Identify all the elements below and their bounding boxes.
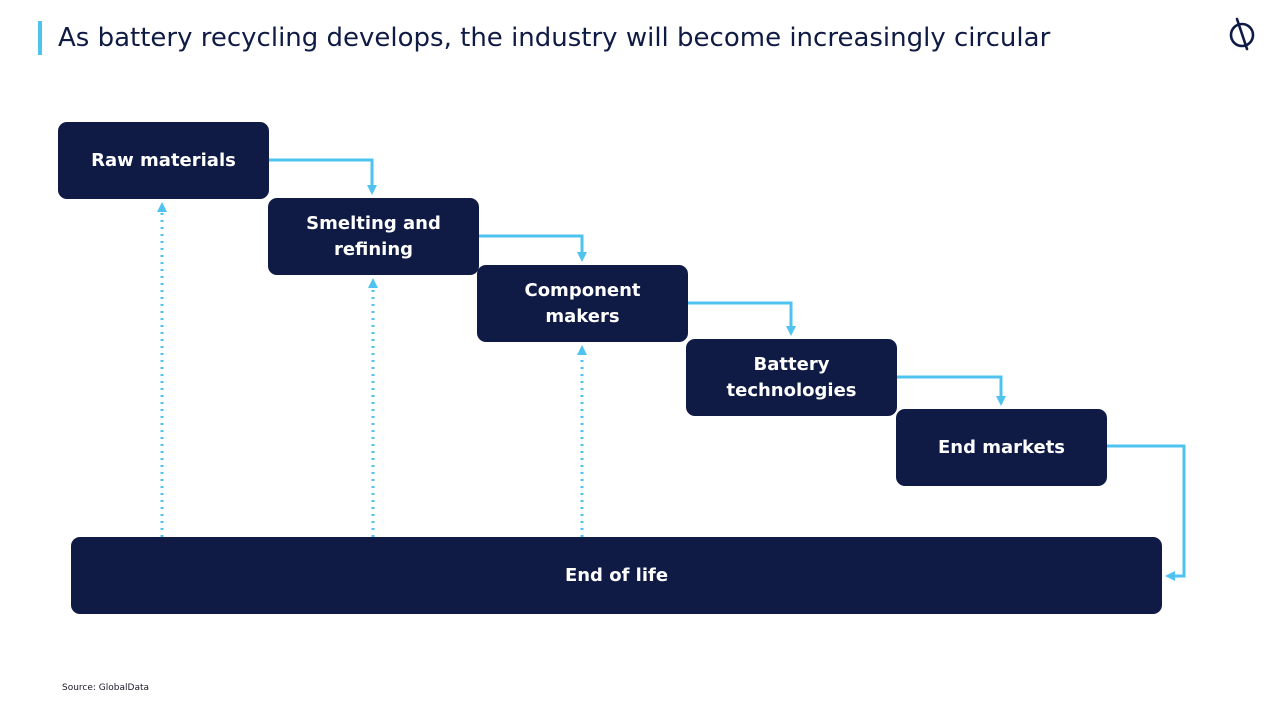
connector-smelt-to-comp	[479, 234, 587, 262]
title-accent-bar	[38, 21, 42, 55]
source-note: Source: GlobalData	[62, 683, 150, 693]
page-title: As battery recycling develops, the indus…	[58, 23, 1051, 53]
stage-raw-materials: Raw materials	[58, 122, 269, 199]
stage-end-markets: End markets	[896, 409, 1107, 486]
stage-battery-technologies: Battery technologies	[686, 339, 897, 416]
connector-raw-to-smelt	[269, 158, 377, 195]
connector-end-to-eol	[1107, 444, 1186, 581]
globaldata-logo-icon	[1229, 17, 1255, 51]
stage-end-of-life: End of life	[71, 537, 1162, 614]
stage-component-makers: Component makers	[477, 265, 688, 342]
stage-smelting-and-refining: Smelting and refining	[268, 198, 479, 275]
connector-comp-to-batt	[688, 301, 796, 336]
connector-batt-to-end	[897, 375, 1006, 406]
